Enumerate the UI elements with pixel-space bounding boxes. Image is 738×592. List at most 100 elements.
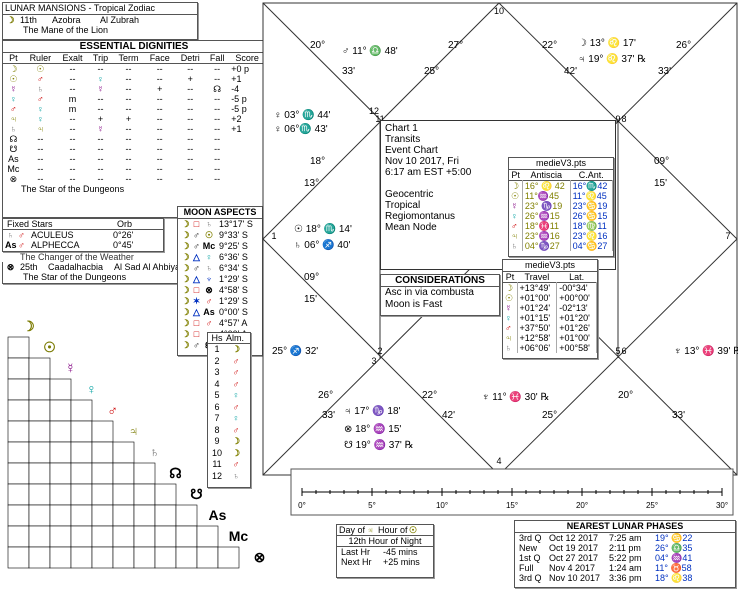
fixed-stars-footer: The Changer of the Weather	[20, 252, 134, 262]
table-row: As--------------	[8, 154, 221, 164]
column-header: Term	[118, 53, 139, 63]
grid-cell	[49, 546, 72, 569]
house-number: 9	[615, 114, 620, 124]
grid-cell	[70, 399, 93, 422]
house-number: 7	[725, 231, 730, 241]
panel-title: LUNAR MANSIONS - Tropical Zodiac	[3, 3, 197, 15]
grid-cell	[112, 462, 135, 485]
panel-title: medieV3.pts	[503, 260, 597, 272]
info-line: Geocentric	[385, 189, 434, 200]
chart-glyph: 20°	[310, 40, 325, 51]
column-header: Antiscia	[530, 170, 562, 180]
column-header: Travel	[524, 272, 550, 282]
grid-cell	[175, 546, 198, 569]
house-number: 12	[369, 106, 379, 116]
grid-cell	[7, 378, 30, 401]
grid-cell	[70, 420, 93, 443]
chart-glyph: 42'	[442, 410, 455, 421]
chart-glyph: ♃ 19° ♌ 37' ℞	[578, 52, 646, 65]
grid-cell	[112, 525, 135, 548]
grid-cell	[28, 441, 51, 464]
grid-cell	[7, 525, 30, 548]
chart-glyph: 22°	[542, 40, 557, 51]
grid-cell	[91, 420, 114, 443]
table-row: ☽+13°49'-00°34'	[503, 282, 597, 293]
table-row: ♂+37°50'+01°26'	[503, 323, 597, 333]
grid-cell	[70, 525, 93, 548]
table-row: ☽☉------------+0 p	[9, 64, 249, 74]
grid-planet-label: ♀	[86, 381, 97, 397]
house-number: 2	[377, 346, 382, 356]
column-header: C.Ant.	[578, 170, 604, 180]
grid-planet-label: ☋	[190, 486, 202, 502]
list-item: 4♂	[214, 378, 240, 389]
table-row: ♄♃--☿--------+1	[10, 124, 242, 134]
grid-cell	[154, 546, 177, 569]
chart-glyph: ☉ 18° ♏ 14'	[294, 222, 352, 235]
list-item: 10☽	[211, 447, 241, 458]
consideration-line: Moon is Fast	[385, 299, 443, 310]
list-item: ☽□⊗4°58' S	[181, 285, 248, 295]
column-header: Score	[235, 53, 259, 63]
house-number: 5	[615, 346, 620, 356]
list-item: ☽□♄13°17' S	[181, 219, 253, 229]
info-line: Mean Node	[385, 222, 437, 233]
grid-cell	[154, 504, 177, 527]
grid-cell	[7, 441, 30, 464]
grid-planet-label: ☊	[169, 465, 181, 481]
chart-glyph: 33'	[658, 66, 671, 77]
chart-glyph: 09°	[304, 272, 319, 283]
column-header: Face	[149, 53, 170, 63]
house-number: 10	[494, 6, 504, 16]
table-row: ⊗--------------	[9, 174, 221, 184]
grid-cell	[28, 399, 51, 422]
house-number: 4	[496, 456, 501, 466]
grid-cell	[154, 483, 177, 506]
grid-cell	[28, 483, 51, 506]
grid-cell	[133, 462, 156, 485]
grid-cell	[112, 441, 135, 464]
grid-cell	[7, 420, 30, 443]
grid-cell	[175, 525, 198, 548]
list-item: 5♀	[214, 390, 240, 400]
chart-glyph: 25° ♐ 32'	[272, 344, 318, 357]
grid-planet-label: ⊗	[254, 549, 266, 565]
chart-glyph: ⊗ 18° ♒ 15'	[344, 422, 401, 435]
degree-ruler: 0°5°10°15°20°25°30°	[290, 468, 734, 516]
column-header: Pt	[511, 170, 520, 180]
list-item: 6♂	[214, 401, 240, 412]
chart-glyph: 33'	[342, 66, 355, 77]
table-row: Mc--------------	[7, 164, 221, 174]
grid-cell	[91, 504, 114, 527]
info-line: 6:17 am EST +5:00	[385, 167, 472, 178]
grid-cell	[70, 504, 93, 527]
grid-cell	[91, 525, 114, 548]
consideration-line: Asc in via combusta	[385, 287, 474, 298]
grid-cell	[133, 525, 156, 548]
chart-glyph: 13°	[304, 178, 319, 189]
grid-cell	[28, 420, 51, 443]
grid-planet-label: ☉	[43, 339, 56, 355]
grid-cell	[91, 483, 114, 506]
column-header: Trip	[92, 53, 109, 63]
list-item: ☽♂☉9°33' S	[181, 230, 248, 240]
grid-cell	[70, 441, 93, 464]
grid-cell	[7, 483, 30, 506]
grid-cell	[133, 483, 156, 506]
column-header: Fall	[209, 53, 225, 63]
part-of-fortune-icon: ⊗	[6, 262, 15, 272]
chart-glyph: ☋ 19° ♒ 37' ℞	[344, 438, 414, 451]
grid-cell	[49, 399, 72, 422]
chart-glyph: 18°	[310, 156, 325, 167]
house-number: 3	[371, 356, 376, 366]
list-item: 1☽	[214, 344, 241, 354]
